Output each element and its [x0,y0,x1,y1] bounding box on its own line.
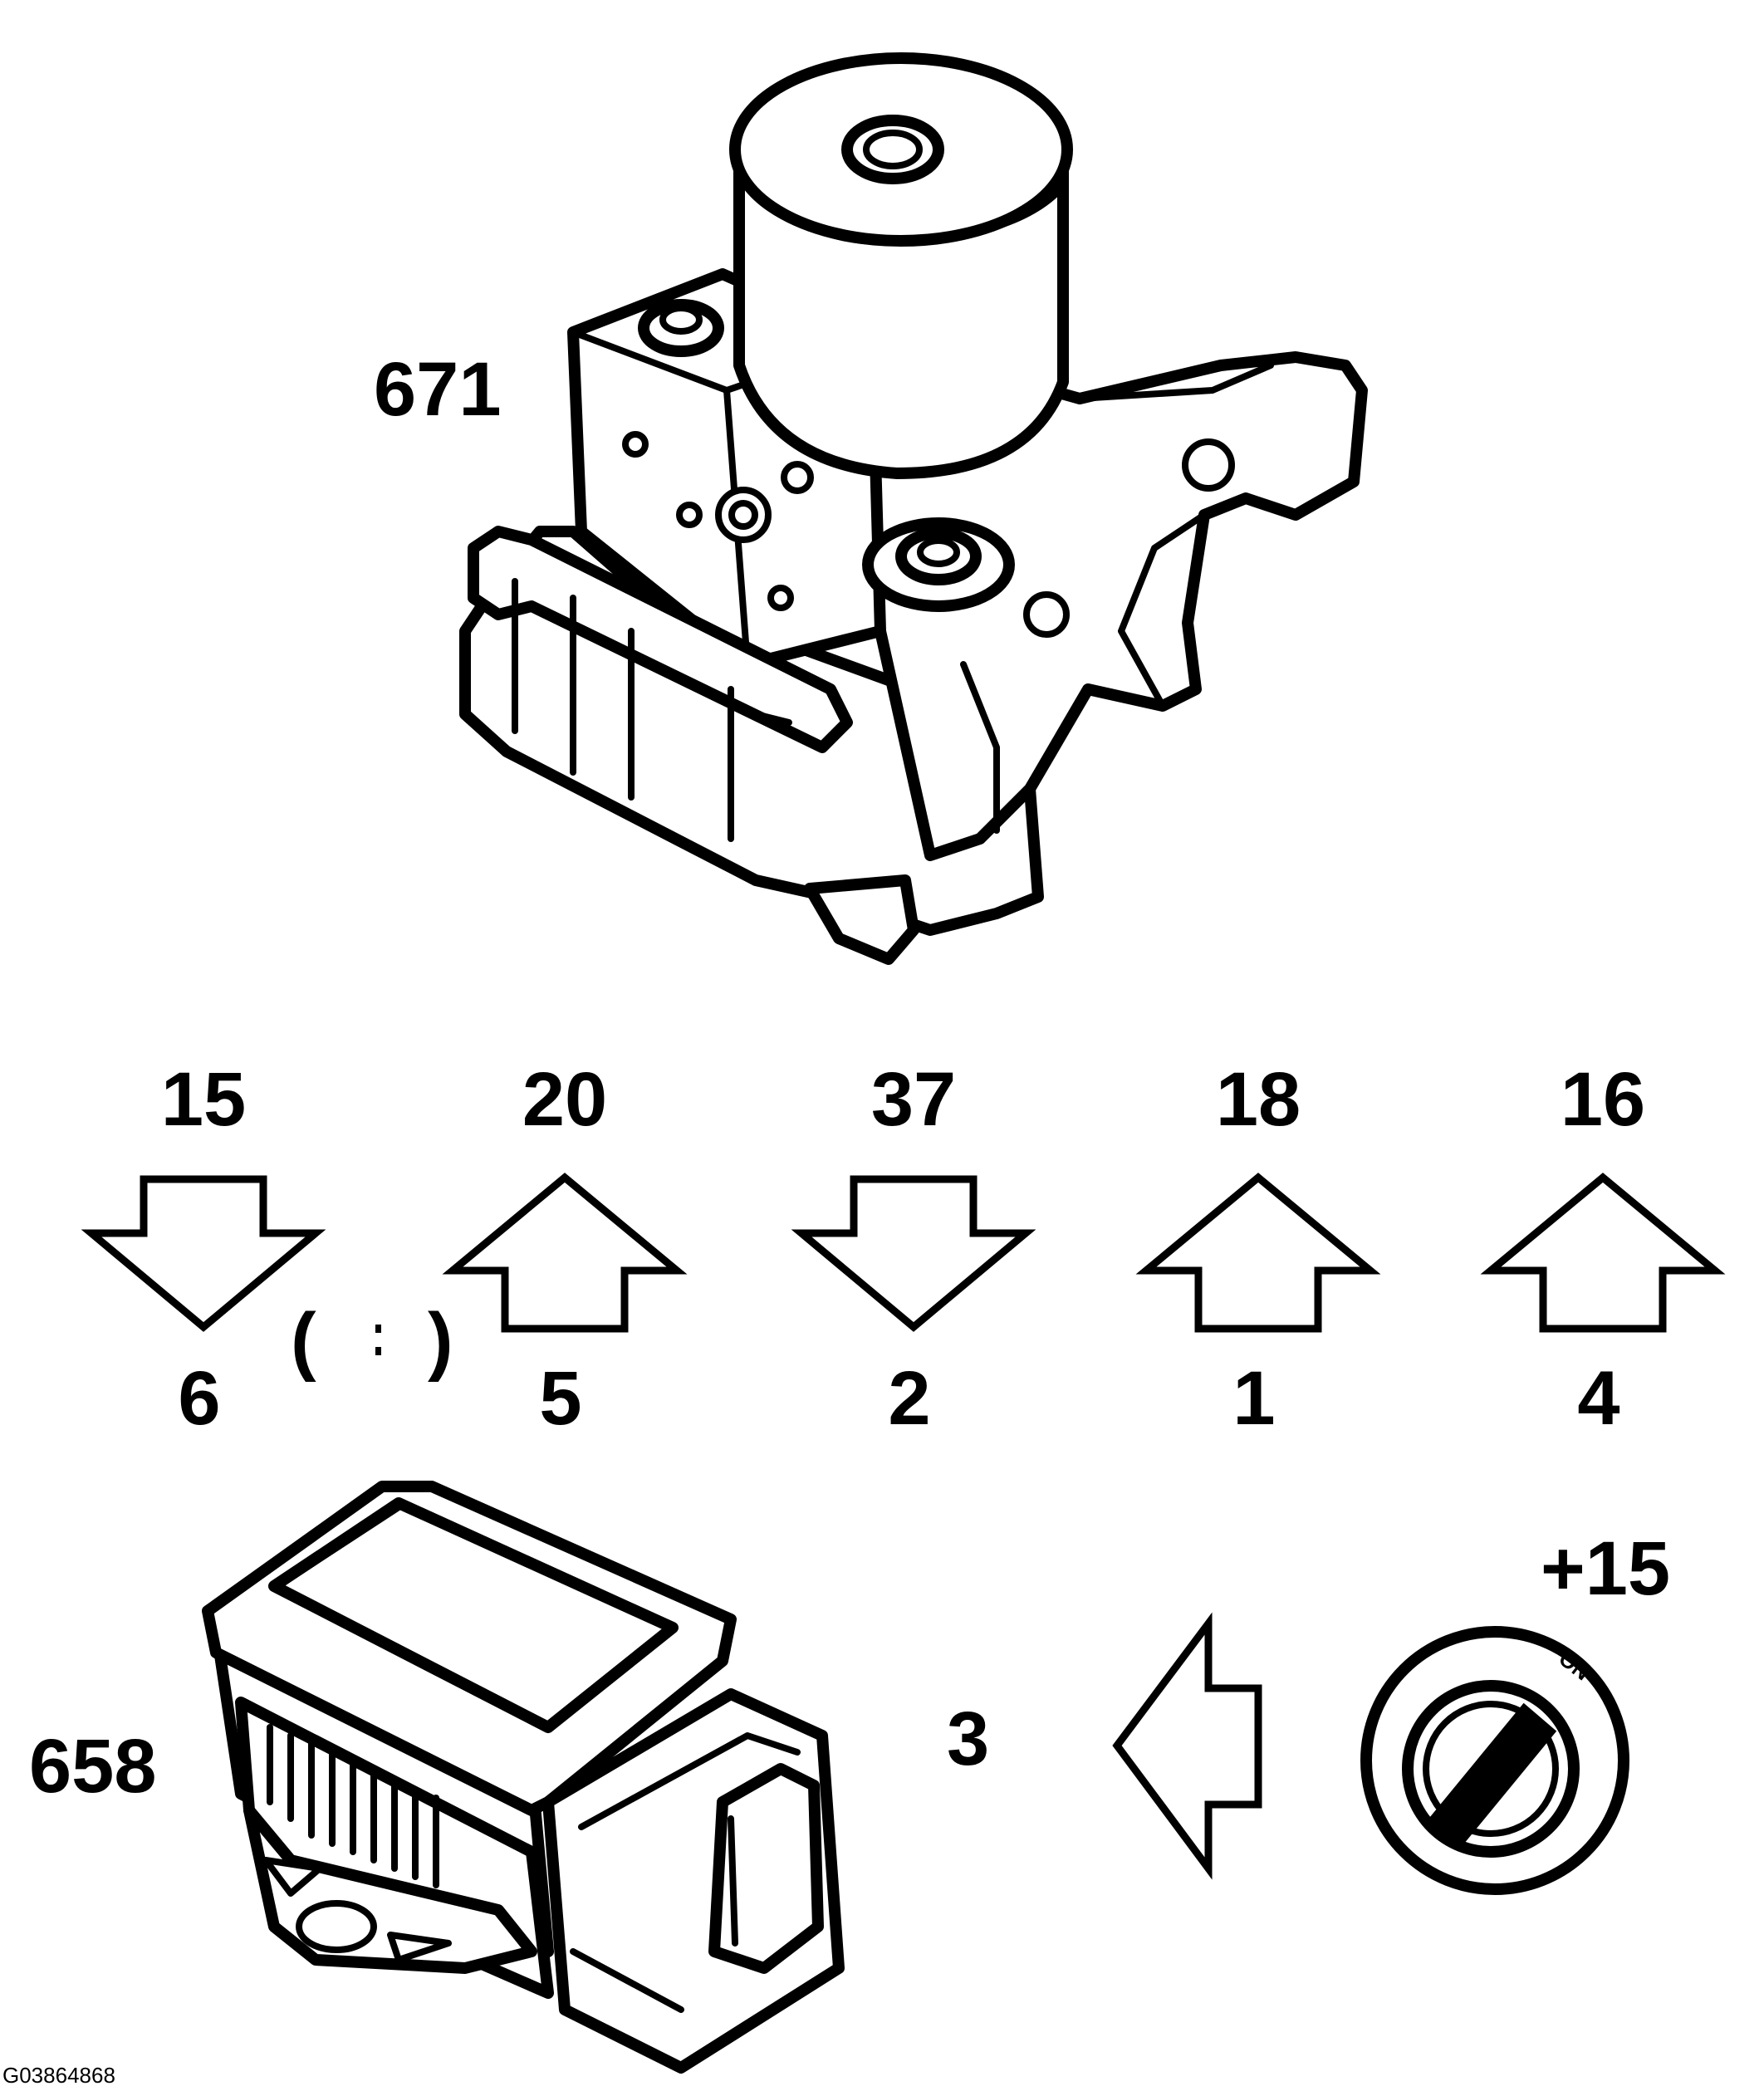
signal-arrow-up [1135,1173,1381,1333]
signal-bottom-label: 4 [1577,1356,1619,1441]
signal-bottom-label: 1 [1232,1356,1275,1441]
signal-top-label: 16 [1561,1057,1645,1142]
signal-arrow-down [81,1175,326,1332]
paren-open: ( [291,1298,316,1383]
power-feed-arrow [1112,1612,1262,1880]
signal-arrows: 15 6 20 5 37 2 18 1 16 4 [81,1057,1726,1441]
abs-hydraulic-unit [459,52,1368,965]
signal-bottom-label: 5 [539,1356,581,1441]
figure-code: G03864868 [2,2063,115,2088]
signal-bottom-label: 2 [888,1356,930,1441]
paren-close: ) [428,1298,453,1383]
signal-top-label: 20 [522,1057,607,1142]
signal-top-label: 37 [871,1057,956,1142]
signal-arrow-down [791,1175,1036,1332]
hydraulic-unit-label: 671 [374,347,502,432]
ignition-label: +15 [1541,1526,1670,1611]
signal-arrow-up [1480,1173,1726,1333]
power-feed-label: 3 [947,1697,989,1781]
yaw-sensor-label: 658 [29,1724,157,1809]
yaw-rate-sensor [202,1481,845,2074]
ignition-switch: ON [1360,1626,1629,1895]
paren-dot-bottom [375,1347,381,1355]
signal-bottom-label: 6 [178,1356,220,1441]
signal-top-label: 15 [161,1057,246,1142]
signal-top-label: 18 [1216,1057,1301,1142]
signal-arrow-up [442,1173,688,1333]
paren-dot-top [375,1325,381,1333]
